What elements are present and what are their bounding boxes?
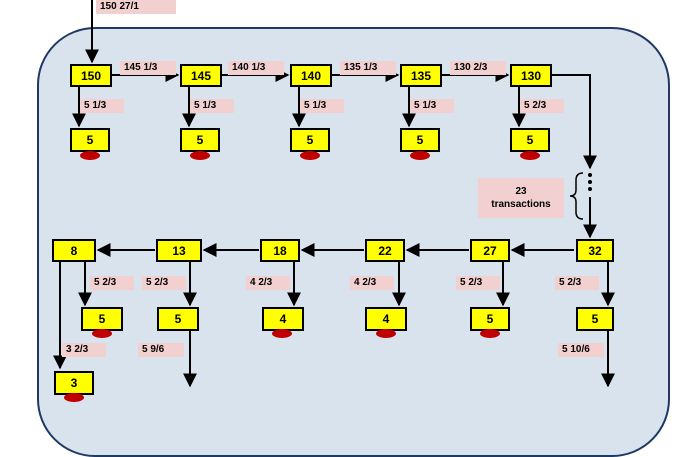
branch-label: 5 1/3 bbox=[410, 99, 454, 113]
top-node: 130 bbox=[510, 64, 552, 87]
tail-label: 3 2/3 bbox=[62, 343, 106, 357]
bottom-node: 32 bbox=[576, 239, 614, 262]
transaction-flow-diagram: 150 27/1 150 145 140 135 130 145 1/3 140… bbox=[37, 0, 670, 457]
bottom-node: 27 bbox=[470, 239, 510, 262]
coin-icon bbox=[64, 393, 84, 402]
coin-icon bbox=[376, 329, 396, 338]
branch-label: 5 2/3 bbox=[456, 276, 500, 290]
diagram-panel bbox=[37, 27, 670, 457]
connector-arrows bbox=[53, 0, 615, 388]
branch-label: 4 2/3 bbox=[350, 276, 394, 290]
top-node: 140 bbox=[290, 64, 332, 87]
branch-label: 5 1/3 bbox=[300, 99, 344, 113]
top-leaf: 5 bbox=[70, 128, 110, 152]
tail-label: 5 9/6 bbox=[138, 343, 184, 357]
bottom-leaf: 5 bbox=[81, 307, 123, 331]
bottom-leaf: 4 bbox=[365, 307, 407, 331]
ellipsis-dots bbox=[588, 173, 592, 191]
top-node: 150 bbox=[70, 64, 112, 87]
tail-label: 5 10/6 bbox=[558, 343, 604, 357]
coin-icon bbox=[410, 151, 430, 160]
top-leaf: 5 bbox=[180, 128, 220, 152]
top-node: 145 bbox=[180, 64, 222, 87]
skipped-count: 23 bbox=[515, 186, 527, 197]
branch-label: 4 2/3 bbox=[246, 276, 290, 290]
skipped-caption: transactions bbox=[491, 199, 551, 210]
coin-icon bbox=[190, 151, 210, 160]
bottom-leaf: 4 bbox=[262, 307, 304, 331]
final-leaf: 3 bbox=[54, 371, 94, 395]
branch-label: 5 1/3 bbox=[190, 99, 234, 113]
branch-label: 5 2/3 bbox=[142, 276, 186, 290]
bottom-node: 22 bbox=[365, 239, 405, 262]
coin-icon bbox=[80, 151, 100, 160]
coin-icon bbox=[300, 151, 320, 160]
top-leaf: 5 bbox=[400, 128, 440, 152]
bottom-leaf: 5 bbox=[470, 307, 510, 331]
top-leaf: 5 bbox=[510, 128, 550, 152]
transfer-label: 145 1/3 bbox=[120, 61, 176, 75]
coin-icon bbox=[92, 329, 112, 338]
transfer-label: 130 2/3 bbox=[450, 61, 506, 75]
entry-label: 150 27/1 bbox=[96, 0, 176, 14]
top-leaf: 5 bbox=[290, 128, 330, 152]
bottom-node: 8 bbox=[52, 239, 96, 262]
branch-label: 5 2/3 bbox=[520, 99, 564, 113]
bottom-leaf: 5 bbox=[157, 307, 199, 331]
branch-label: 5 2/3 bbox=[555, 276, 599, 290]
brace bbox=[569, 172, 584, 220]
coin-icon bbox=[480, 329, 500, 338]
skipped-transactions-note: 23 transactions bbox=[478, 178, 564, 218]
bottom-node: 13 bbox=[156, 239, 202, 262]
transfer-label: 135 1/3 bbox=[340, 61, 396, 75]
transfer-label: 140 1/3 bbox=[228, 61, 284, 75]
branch-label: 5 1/3 bbox=[80, 99, 124, 113]
branch-label: 5 2/3 bbox=[90, 276, 134, 290]
top-node: 135 bbox=[400, 64, 442, 87]
bottom-node: 18 bbox=[260, 239, 300, 262]
bottom-leaf: 5 bbox=[576, 307, 614, 331]
coin-icon bbox=[272, 329, 292, 338]
right-down-arrow bbox=[552, 74, 597, 170]
coin-icon bbox=[520, 151, 540, 160]
